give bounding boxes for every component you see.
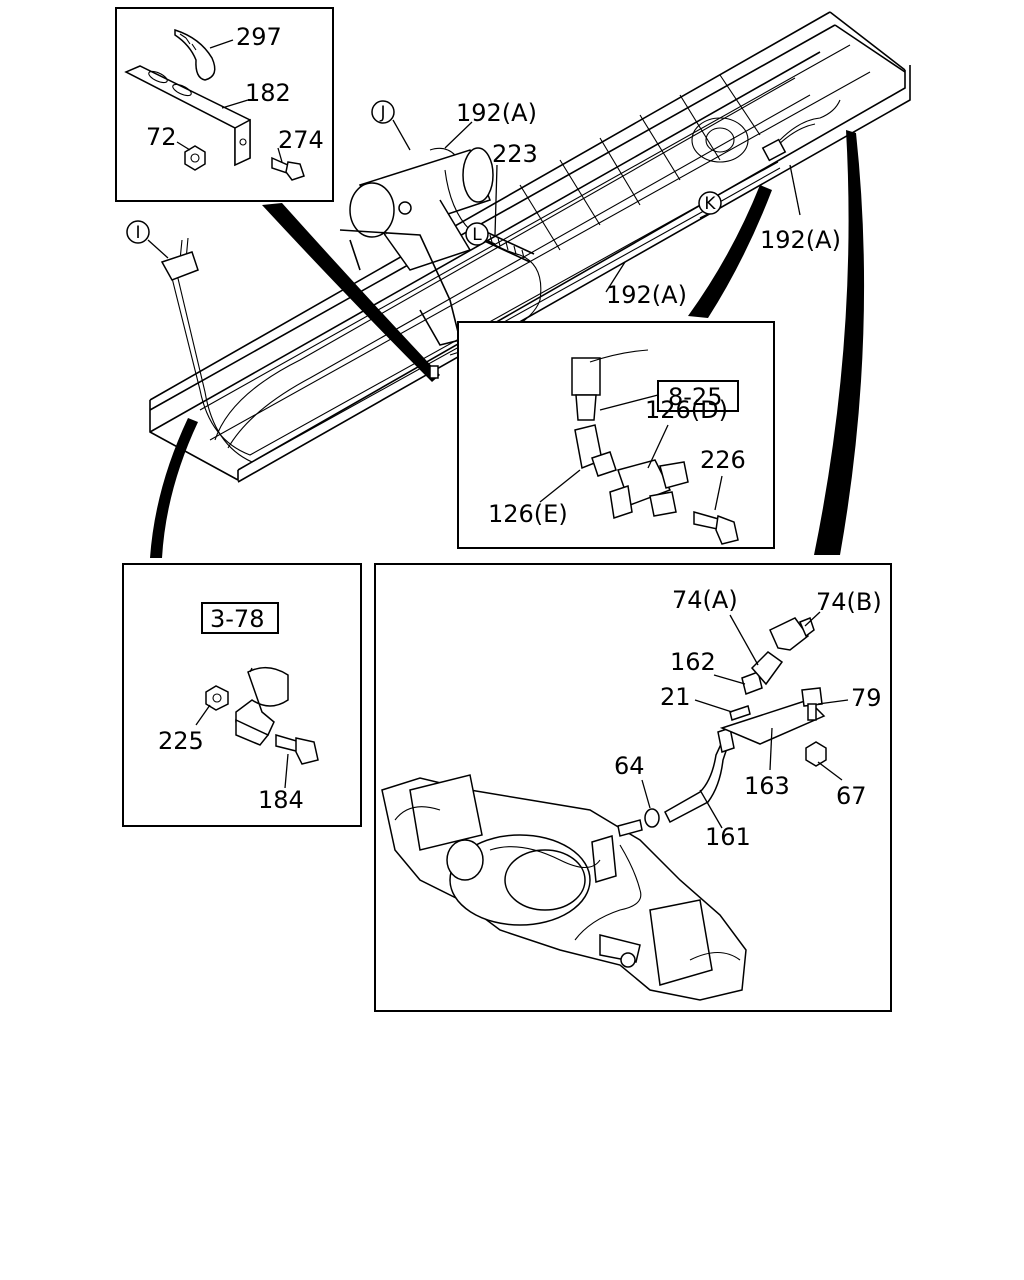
nipple-74a — [750, 651, 784, 686]
marker-l: L — [472, 225, 482, 245]
inset-bracket-parts — [124, 28, 305, 181]
markers: I J K L — [126, 100, 722, 246]
callout-192a-middle: 192(A) — [606, 281, 687, 309]
callout-74b: 74(B) — [816, 588, 882, 616]
callouts: 297 182 72 274 192(A) 223 192(A) 192(A) … — [146, 23, 882, 851]
marker-k-circle — [698, 191, 722, 215]
connector-bands — [150, 130, 865, 558]
callout-162: 162 — [670, 648, 716, 676]
marker-i-circle — [126, 220, 150, 244]
marker-i: I — [135, 223, 140, 243]
chassis-frame — [149, 11, 911, 483]
band-inset-bottom-left — [150, 418, 198, 558]
band-inset-axle — [814, 130, 865, 555]
elbow-74b — [769, 617, 810, 651]
leader-lines — [147, 39, 849, 829]
bracket-163 — [719, 699, 826, 745]
ref-box-8-25 — [657, 380, 739, 412]
inset-clip-parts — [205, 666, 319, 765]
nut-225 — [205, 685, 229, 711]
callout-297: 297 — [236, 23, 282, 51]
band-inset-top-left — [262, 203, 440, 382]
callout-74a: 74(A) — [672, 586, 738, 614]
cable-tie — [174, 28, 216, 81]
washer-21 — [729, 705, 751, 721]
inset-fittings-parts — [571, 349, 739, 545]
callout-67: 67 — [836, 782, 867, 810]
air-tank — [339, 147, 542, 356]
callout-182: 182 — [245, 79, 291, 107]
marker-j: J — [379, 103, 385, 123]
fitting-162 — [741, 671, 763, 695]
callout-225: 225 — [158, 727, 204, 755]
pressure-switch — [571, 357, 601, 396]
clip-3-78 — [235, 666, 289, 736]
inset-axle-parts — [381, 617, 827, 1001]
ref-label-3-78: 3-78 — [210, 605, 264, 633]
callout-161: 161 — [705, 823, 751, 851]
nut-67 — [805, 741, 827, 767]
callout-192a-tank: 192(A) — [456, 99, 537, 127]
callout-226: 226 — [700, 446, 746, 474]
ref-box-3-78 — [201, 602, 279, 634]
callout-64: 64 — [614, 752, 645, 780]
callout-192a-right: 192(A) — [760, 226, 841, 254]
callout-223: 223 — [492, 140, 538, 168]
callout-126e: 126(E) — [488, 500, 568, 528]
washer-64 — [644, 808, 660, 828]
marker-k: K — [704, 194, 716, 214]
callout-126d: 126(D) — [645, 396, 728, 424]
ref-label-8-25: 8-25 — [668, 383, 722, 411]
hose-223 — [477, 229, 535, 263]
brake-pipes — [160, 99, 841, 463]
inset-clip — [122, 563, 362, 827]
inset-fittings — [457, 321, 775, 549]
callout-79: 79 — [851, 684, 882, 712]
callout-21: 21 — [660, 683, 691, 711]
marker-l-circle — [465, 222, 489, 246]
connector-64 — [617, 819, 643, 837]
band-inset-fitting — [688, 185, 772, 318]
callout-72: 72 — [146, 123, 177, 151]
marker-j-circle — [371, 100, 395, 124]
callout-163: 163 — [744, 772, 790, 800]
callout-274: 274 — [278, 126, 324, 154]
callout-184: 184 — [258, 786, 304, 814]
nut-72 — [184, 145, 206, 171]
